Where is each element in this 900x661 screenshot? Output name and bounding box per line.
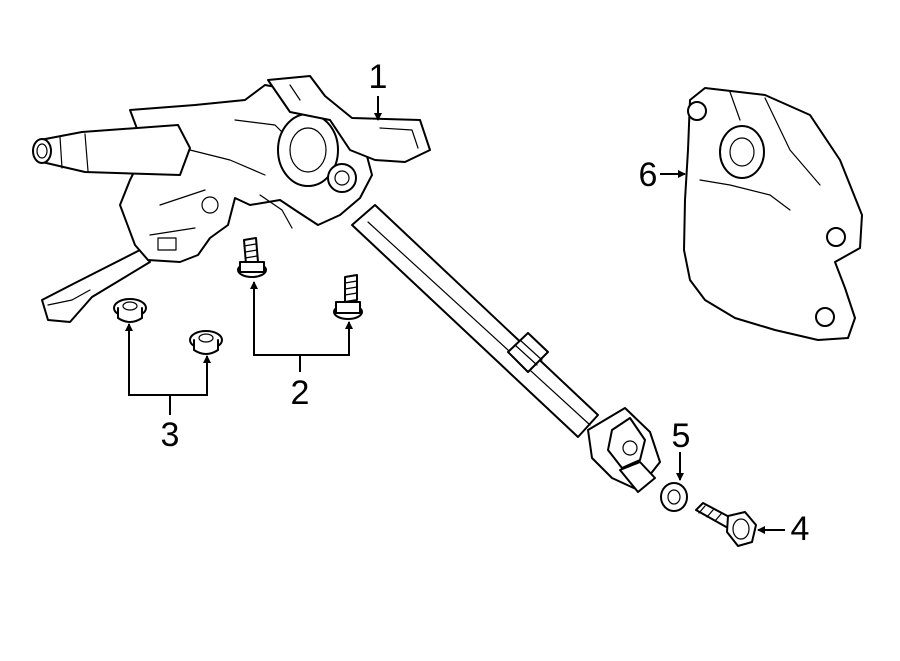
flange-nut-icon — [113, 298, 147, 323]
pinch-bolt-icon — [695, 502, 757, 547]
callout-6: 6 — [639, 156, 658, 194]
callout-4: 4 — [791, 510, 810, 548]
flange-nut-icon — [189, 330, 223, 355]
callout-5: 5 — [672, 417, 691, 455]
leader-lines — [125, 96, 785, 534]
mounting-stud-icon — [333, 274, 363, 320]
callout-3: 3 — [161, 416, 180, 454]
callout-2: 2 — [291, 374, 310, 412]
washer-icon — [660, 482, 688, 512]
column-boot-cover-icon — [683, 87, 863, 341]
mounting-stud-icon — [237, 237, 267, 278]
callout-1: 1 — [369, 58, 388, 96]
steering-column-assembly-icon — [32, 75, 661, 493]
